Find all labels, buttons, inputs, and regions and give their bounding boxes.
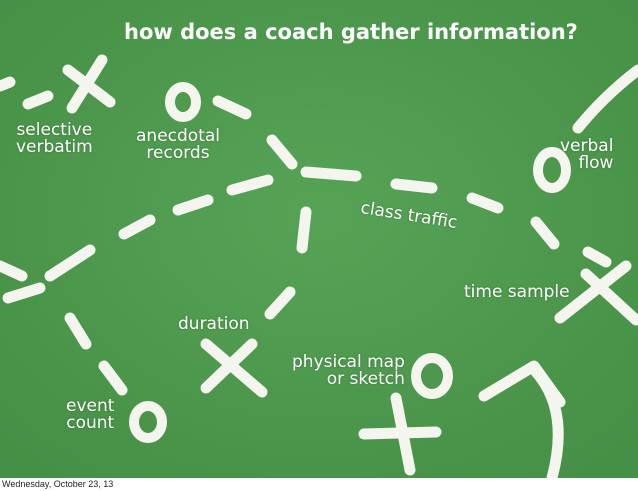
label-verbal-flow: verbal flow [560,138,613,172]
label-duration: duration [178,314,250,334]
dash-mark [266,134,298,170]
label-line: count [66,413,115,433]
label-physical-map: physical map or sketch [292,354,405,388]
slide: how does a coach gather information? sel… [0,0,638,478]
label-line: event [66,396,115,416]
dash-mark [212,95,252,120]
label-time-sample: time sample [464,282,570,302]
chalkboard-playbook [0,0,638,478]
x-mark-icon [358,392,442,476]
dash-mark [466,192,504,214]
dash-mark [0,260,28,282]
dash-mark [226,174,274,196]
label-line: or sketch [326,369,405,389]
x-mark-icon [554,260,638,326]
dash-mark [64,312,92,350]
dash-mark [118,214,156,240]
label-line: flow [578,153,614,173]
slide-title: how does a coach gather information? [124,20,578,44]
label-line: physical map [292,352,405,372]
label-selective-verbatim: selective verbatim [16,122,93,156]
label-line: verbal [560,136,614,156]
x-mark-icon [200,338,268,398]
dash-mark [44,244,96,282]
dash-mark [296,206,312,254]
label-line: verbatim [16,137,93,157]
o-mark-icon [533,147,571,193]
dash-mark [172,194,214,216]
dash-mark [0,76,16,92]
dash-mark [582,246,612,268]
arrow-route [478,360,566,478]
label-line: selective [16,120,93,140]
o-mark-icon [411,353,453,399]
o-mark-icon [165,82,201,122]
curved-route [572,64,638,134]
label-event-count: event count [66,398,114,432]
dash-mark [390,178,438,194]
dash-mark [264,286,296,320]
label-anecdotal-records: anecdotal records [136,128,220,162]
dash-mark [98,360,128,396]
dash-mark [2,282,46,304]
x-mark-icon [62,54,116,114]
label-line: anecdotal [136,126,220,146]
dash-mark [300,166,362,182]
chalkboard-background [0,0,638,478]
dash-mark [530,216,560,250]
label-line: records [146,143,210,163]
dash-mark [22,90,54,110]
footer-date: Wednesday, October 23, 13 [2,479,114,489]
o-mark-icon [129,401,167,443]
